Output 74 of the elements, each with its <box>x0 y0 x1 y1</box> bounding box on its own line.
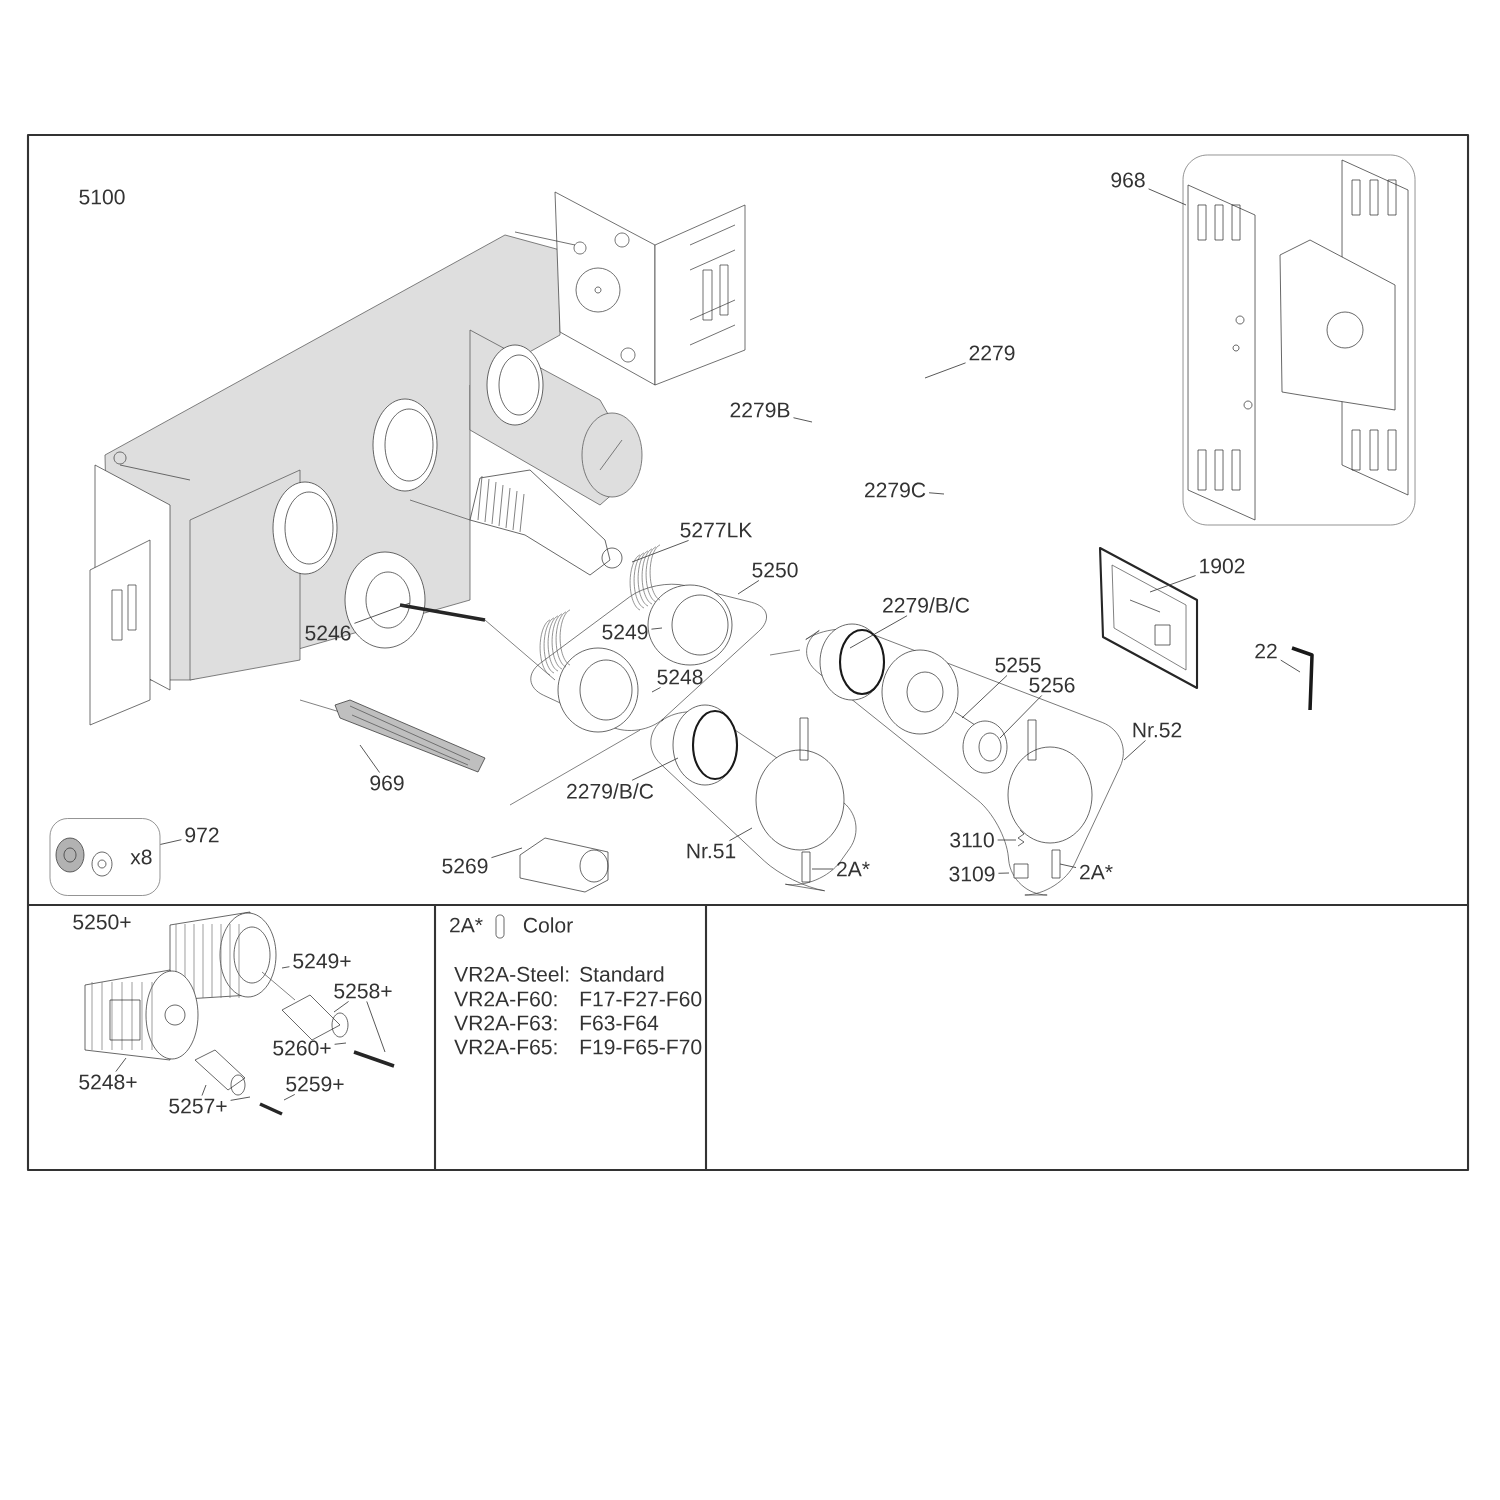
leader-line <box>230 1096 251 1101</box>
callout-number: 22 <box>1255 643 1277 659</box>
callout-number: 2279 <box>969 345 1015 361</box>
leader-line <box>651 687 661 693</box>
leader-line <box>1059 863 1077 868</box>
table-cell: VR2A-Steel: <box>454 966 569 982</box>
callout-number: 2279/B/C <box>567 783 654 799</box>
leader-line <box>491 847 523 859</box>
leader-line <box>1280 659 1301 673</box>
washer-set-box: x8 <box>49 818 161 896</box>
leader-line <box>115 1057 127 1072</box>
callout-number: 5256 <box>1029 677 1075 693</box>
callout-number: 5259+ <box>286 1076 344 1092</box>
leader-line <box>651 627 663 630</box>
callout-number: 968 <box>1111 172 1145 188</box>
leader-line <box>999 695 1043 739</box>
table-cell: Color <box>523 917 573 933</box>
callout-number: 2279C <box>865 482 926 498</box>
table-cell: F63-F64 <box>580 1015 659 1031</box>
leader-line <box>333 1001 349 1013</box>
part-number: 5100 <box>79 189 125 205</box>
callout-number: 5248+ <box>79 1074 137 1090</box>
callout-number: 5250 <box>752 562 798 578</box>
callout-number: 2279B <box>730 402 790 418</box>
callout-number: 969 <box>370 775 404 791</box>
leader-line <box>729 827 753 842</box>
leader-line <box>997 839 1017 841</box>
leader-line <box>631 540 690 563</box>
callout-number: 5269 <box>442 858 488 874</box>
table-cell: VR2A-F63: <box>454 1015 557 1031</box>
leader-line <box>998 872 1010 874</box>
leader-line <box>737 580 760 595</box>
callout-number: 5255 <box>995 657 1041 673</box>
callout-number: 3109 <box>949 866 995 882</box>
callout-number: 2279/B/C <box>883 597 970 613</box>
callout-number: 5260+ <box>273 1040 331 1056</box>
leader-line <box>924 362 966 379</box>
callout-number: 3110 <box>950 832 994 848</box>
leader-line <box>811 868 834 870</box>
table-cell: VR2A-F65: <box>454 1039 557 1055</box>
callout-number: 1902 <box>1200 558 1245 574</box>
leader-line <box>283 1094 296 1101</box>
leader-line <box>334 1042 347 1045</box>
leader-line <box>928 492 945 495</box>
table-cell: F17-F27-F60 <box>580 991 702 1007</box>
callout-number: 972 <box>185 827 219 843</box>
leader-line <box>201 1084 207 1096</box>
leader-line <box>631 757 679 781</box>
callout-number: Nr.51 <box>687 843 736 859</box>
callout-number: 5249+ <box>293 953 351 969</box>
leader-line <box>1149 575 1196 593</box>
leader-line <box>281 966 290 969</box>
callout-number: 5277LK <box>680 522 753 538</box>
leader-line <box>159 839 182 845</box>
leader-line <box>1148 188 1187 206</box>
table-cell: VR2A-F60: <box>454 991 557 1007</box>
leader-line <box>793 417 813 423</box>
leader-line <box>359 744 380 773</box>
callout-number: 5258+ <box>334 983 392 999</box>
table-cell: 2A* <box>450 917 483 933</box>
callout-number: 5249 <box>602 624 648 640</box>
leader-line <box>366 1001 386 1053</box>
callout-number: 2A* <box>1080 864 1113 880</box>
callout-number: 5246 <box>305 625 351 641</box>
table-cell: Standard <box>580 966 664 982</box>
callout-number: 5257+ <box>169 1098 227 1114</box>
callout-number: Nr.52 <box>1133 722 1182 738</box>
leader-line <box>961 675 1008 719</box>
callout-number: 2A* <box>837 861 870 877</box>
callout-number: 5248 <box>657 669 703 685</box>
leader-line <box>354 602 411 624</box>
leader-line <box>849 615 908 649</box>
table-cell: F19-F65-F70 <box>580 1039 702 1055</box>
leader-line <box>1123 740 1146 761</box>
